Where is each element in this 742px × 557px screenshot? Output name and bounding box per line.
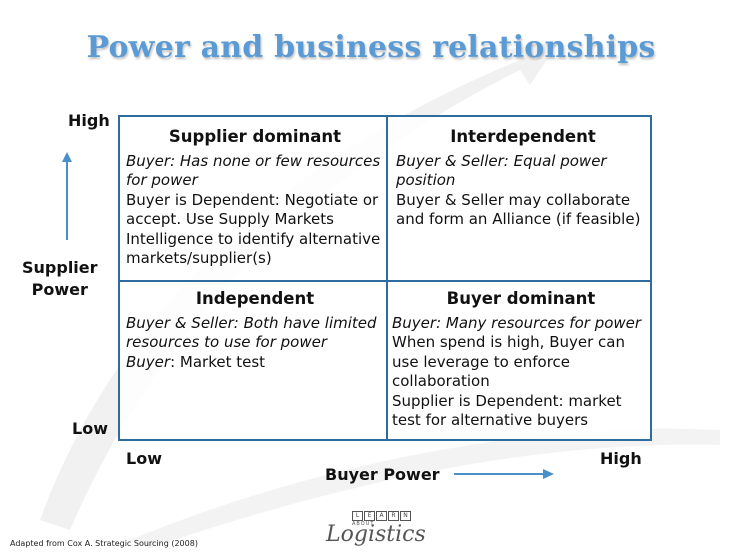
page-title: Power and business relationships bbox=[86, 30, 656, 65]
logo-letter: A bbox=[376, 511, 387, 521]
matrix-horizontal-divider bbox=[120, 280, 650, 282]
x-axis-high-label: High bbox=[600, 449, 642, 468]
quadrant-body-text: Buyer: Market test bbox=[126, 353, 384, 373]
quadrant-independent: Independent Buyer & Seller: Both have li… bbox=[126, 289, 384, 372]
quadrant-italic-text: Buyer & Seller: Equal power position bbox=[396, 151, 607, 190]
source-note: Adapted from Cox A. Strategic Sourcing (… bbox=[10, 539, 198, 548]
quadrant-title: Buyer dominant bbox=[446, 289, 596, 308]
matrix-vertical-divider bbox=[386, 117, 388, 439]
logo-letter: L bbox=[352, 511, 363, 521]
y-axis-high-label: High bbox=[68, 111, 110, 130]
quadrant-body-text: Buyer is Dependent: Negotiate or accept.… bbox=[126, 190, 381, 268]
logo-script-text: Logistics bbox=[326, 522, 426, 547]
quadrant-buyer-dominant: Buyer dominant Buyer: Many resources for… bbox=[392, 289, 650, 431]
learn-about-logistics-logo: L E A R N ABOUT Logistics bbox=[322, 509, 426, 553]
y-axis-title: Supplier Power bbox=[22, 257, 98, 301]
quadrant-italic-text: Buyer: Many resources for power bbox=[392, 313, 642, 332]
quadrant-title: Interdependent bbox=[450, 127, 596, 146]
x-axis-title: Buyer Power bbox=[325, 465, 440, 484]
y-axis-low-label: Low bbox=[72, 419, 108, 438]
quadrant-italic-text: Buyer & Seller: Both have limited resour… bbox=[126, 313, 377, 352]
quadrant-interdependent: Interdependent Buyer & Seller: Equal pow… bbox=[396, 127, 650, 230]
y-axis-arrow-icon bbox=[62, 152, 72, 240]
quadrant-body-italic: Buyer bbox=[126, 352, 171, 371]
quadrant-italic-text: Buyer: Has none or few resources for pow… bbox=[126, 151, 381, 190]
logo-letter: E bbox=[364, 511, 375, 521]
y-axis-title-line2: Power bbox=[31, 280, 88, 299]
y-axis-title-line1: Supplier bbox=[22, 258, 98, 277]
quadrant-body-text-2: Supplier is Dependent: market test for a… bbox=[392, 391, 622, 430]
quadrant-title: Supplier dominant bbox=[168, 127, 342, 146]
logo-middle-text: ABOUT bbox=[352, 521, 375, 527]
x-axis-arrow-icon bbox=[454, 469, 554, 479]
x-axis-low-label: Low bbox=[126, 449, 162, 468]
quadrant-supplier-dominant: Supplier dominant Buyer: Has none or few… bbox=[126, 127, 384, 269]
logo-letter: R bbox=[388, 511, 399, 521]
quadrant-title: Independent bbox=[195, 289, 315, 308]
logo-letter: N bbox=[400, 511, 411, 521]
logo-letter-boxes: L E A R N bbox=[352, 511, 411, 521]
quadrant-body-text: Buyer & Seller may collaborate and form … bbox=[396, 190, 641, 229]
quadrant-body-rest: : Market test bbox=[170, 352, 266, 371]
power-matrix: Supplier dominant Buyer: Has none or few… bbox=[118, 115, 652, 441]
quadrant-body-text: When spend is high, Buyer can use levera… bbox=[392, 333, 625, 390]
